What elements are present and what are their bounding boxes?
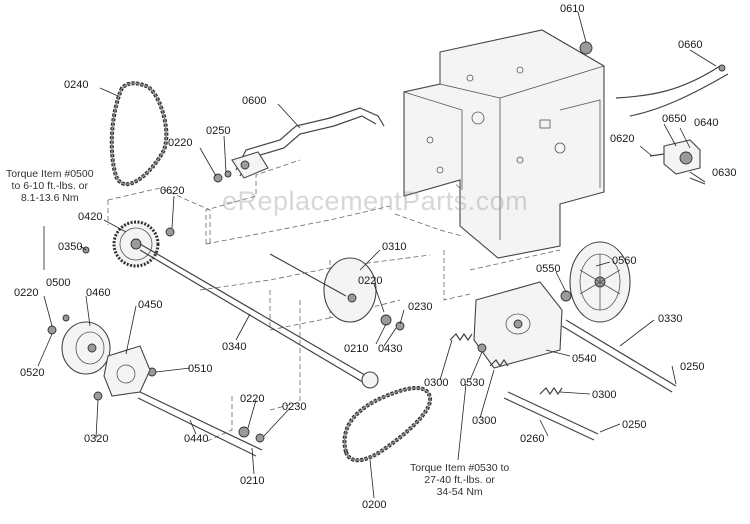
- label-0630: 0630: [712, 167, 736, 179]
- torque-note-0530: Torque Item #0530 to 27-40 ft.-lbs. or 3…: [410, 462, 509, 498]
- label-0520: 0520: [20, 367, 44, 379]
- torque-note-0530-line3: 34-54 Nm: [436, 486, 483, 498]
- label-0640: 0640: [694, 117, 718, 129]
- watermark-text: eReplacementParts.com: [222, 186, 529, 216]
- label-0300-right: 0300: [592, 389, 616, 401]
- label-0650: 0650: [662, 113, 686, 125]
- label-0300-middle: 0300: [472, 415, 496, 427]
- torque-note-0530-line2: 27-40 ft.-lbs. or: [424, 474, 495, 486]
- label-0330: 0330: [658, 313, 682, 325]
- label-0660: 0660: [678, 39, 702, 51]
- label-0250-upper: 0250: [206, 125, 230, 137]
- label-0560: 0560: [612, 255, 636, 267]
- label-0540: 0540: [572, 353, 596, 365]
- label-0200: 0200: [362, 499, 386, 511]
- label-0450: 0450: [138, 299, 162, 311]
- axle-shaft: [137, 391, 263, 457]
- shift-cable: [615, 64, 729, 117]
- label-0320: 0320: [84, 433, 108, 445]
- label-0430: 0430: [378, 343, 402, 355]
- label-0600: 0600: [242, 95, 266, 107]
- springs: [449, 332, 563, 396]
- shift-bracket: [649, 139, 706, 185]
- label-0500: 0500: [46, 277, 70, 289]
- label-0220-upper: 0220: [168, 137, 192, 149]
- friction-disc-plate: [269, 253, 377, 323]
- label-0510: 0510: [188, 363, 212, 375]
- label-0340: 0340: [222, 341, 246, 353]
- torque-note-0530-line1: Torque Item #0530 to: [410, 462, 510, 474]
- drive-pulley-wheel: [560, 241, 631, 323]
- drive-chain-upper: [109, 81, 169, 187]
- knob-part: [579, 41, 593, 55]
- label-0230-middle: 0230: [408, 301, 432, 313]
- label-0220-lower: 0220: [240, 393, 264, 405]
- label-0250-right: 0250: [680, 361, 704, 373]
- label-0210-middle: 0210: [344, 343, 368, 355]
- torque-note-0500-line1: Torque Item #0500: [6, 168, 94, 180]
- shaft-long: [139, 243, 379, 389]
- leader-lines: [37, 11, 717, 499]
- sprocket-large: [112, 220, 160, 268]
- gearbox: [103, 345, 151, 397]
- label-0620-left: 0620: [160, 185, 184, 197]
- label-0460: 0460: [86, 287, 110, 299]
- label-0620-upper: 0620: [610, 133, 634, 145]
- label-0250-lower: 0250: [622, 419, 646, 431]
- gear-housing: [403, 29, 605, 259]
- torque-note-0500-line2: to 6-10 ft.-lbs. or: [11, 180, 88, 192]
- label-0350: 0350: [58, 241, 82, 253]
- label-0610: 0610: [560, 3, 584, 15]
- label-0260: 0260: [520, 433, 544, 445]
- label-0220-left: 0220: [14, 287, 38, 299]
- label-0220-middle: 0220: [358, 275, 382, 287]
- shaft-right: [503, 319, 677, 441]
- torque-note-0500: Torque Item #0500 to 6-10 ft.-lbs. or 8.…: [6, 168, 94, 204]
- hub-wheel: [61, 321, 111, 375]
- label-0550: 0550: [536, 263, 560, 275]
- label-0420: 0420: [78, 211, 102, 223]
- torque-note-0500-line3: 8.1-13.6 Nm: [20, 192, 79, 204]
- label-0230-lower: 0230: [282, 401, 306, 413]
- label-0240: 0240: [64, 79, 88, 91]
- label-0530: 0530: [460, 377, 484, 389]
- label-0210-lower: 0210: [240, 475, 264, 487]
- drive-chain-lower: [342, 386, 432, 463]
- label-0440: 0440: [184, 433, 208, 445]
- mounting-plate: [473, 281, 563, 369]
- label-0310: 0310: [382, 241, 406, 253]
- label-0300-left: 0300: [424, 377, 448, 389]
- part-number-labels: 0610 0660 0240 0600 0650 0640 0620 0630 …: [14, 3, 736, 511]
- shift-rod-assembly: [231, 107, 385, 179]
